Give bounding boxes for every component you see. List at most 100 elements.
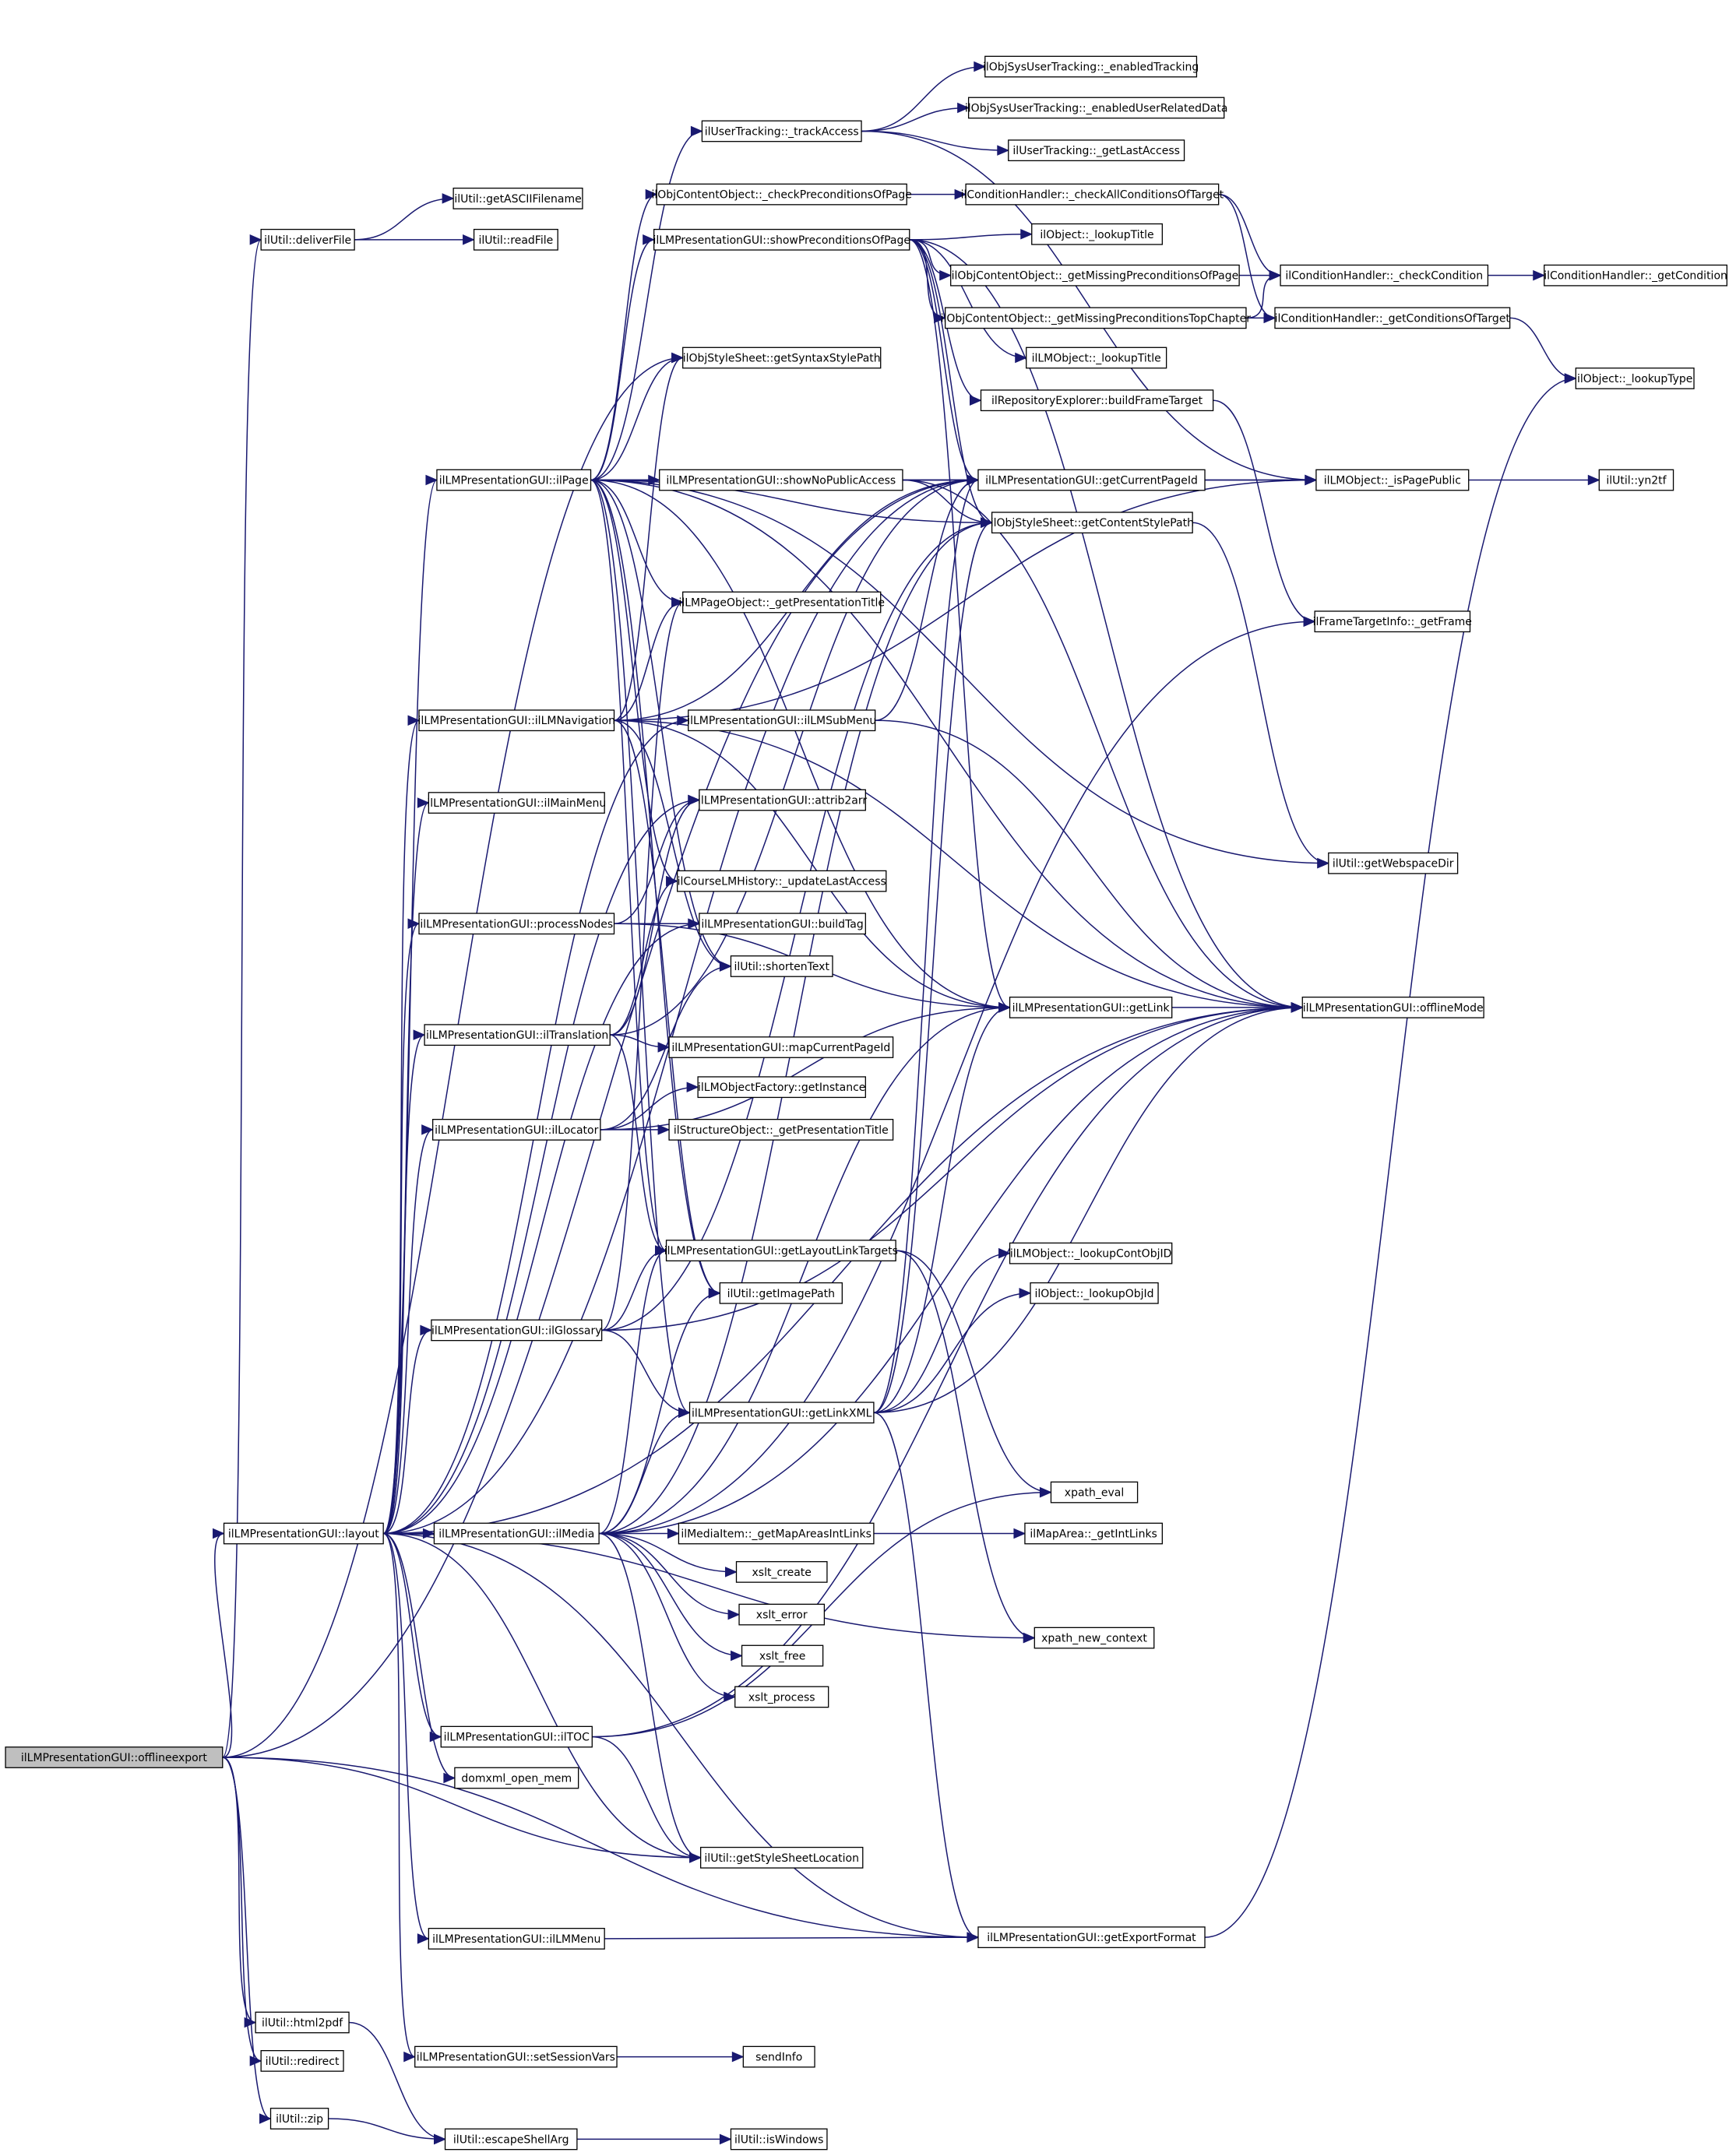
node-xslt_create[interactable]: xslt_create — [735, 1561, 828, 1583]
node-box — [428, 792, 605, 814]
node-presTitle[interactable]: ilLMPageObject::_getPresentationTitle — [678, 591, 885, 614]
node-enabledTracking[interactable]: ilObjSysUserTracking::_enabledTracking — [983, 55, 1199, 78]
node-offlineexport[interactable]: ilLMPresentationGUI::offlineexport — [5, 1746, 224, 1768]
node-redirect[interactable]: ilUtil::redirect — [260, 2050, 344, 2072]
node-structTitle[interactable]: ilStructureObject::_getPresentationTitle — [668, 1119, 894, 1141]
node-getInstance[interactable]: ilLMObjectFactory::getInstance — [697, 1076, 866, 1099]
node-lmLookupTitle[interactable]: ilLMObject::_lookupTitle — [1026, 346, 1167, 369]
node-webspace[interactable]: ilUtil::getWebspaceDir — [1328, 852, 1459, 874]
node-ilLocator[interactable]: ilLMPresentationGUI::ilLocator — [432, 1119, 601, 1141]
node-ilLMNavigation[interactable]: ilLMPresentationGUI::ilLMNavigation — [418, 709, 615, 732]
edge-line — [873, 522, 992, 1414]
node-mapCurrent[interactable]: ilLMPresentationGUI::mapCurrentPageId — [668, 1036, 894, 1058]
node-xpath_eval[interactable]: xpath_eval — [1050, 1481, 1139, 1504]
node-ilMedia[interactable]: ilLMPresentationGUI::ilMedia — [433, 1522, 600, 1545]
edge-ilMedia-to-xslt_error — [599, 1532, 741, 1620]
arrowhead — [657, 1124, 671, 1135]
node-getImagePath[interactable]: ilUtil::getImagePath — [719, 1282, 843, 1304]
edge-line — [599, 1007, 1010, 1535]
edge-line — [599, 1532, 740, 1616]
node-lookupObjId[interactable]: ilObject::_lookupObjId — [1030, 1282, 1159, 1304]
node-label: xslt_error — [756, 1609, 808, 1622]
node-checkCond[interactable]: ilConditionHandler::_checkCondition — [1280, 264, 1489, 287]
edge-line — [382, 1532, 429, 1940]
node-lookupTitle[interactable]: ilObject::_lookupTitle — [1031, 223, 1163, 245]
node-frameTarget[interactable]: ilFrameTargetInfo::_getFrame — [1313, 610, 1472, 633]
node-mapAreas[interactable]: ilMediaItem::_getMapAreasIntLinks — [678, 1522, 875, 1545]
node-yn2tf[interactable]: ilUtil::yn2tf — [1598, 469, 1674, 491]
node-syntaxStyle[interactable]: ilObjStyleSheet::getSyntaxStylePath — [682, 346, 882, 369]
node-xslt_free[interactable]: xslt_free — [741, 1644, 824, 1667]
node-checkPrecPage[interactable]: ilObjContentObject::_checkPreconditionsO… — [652, 183, 912, 206]
edge-getLink-to-offlineMode — [1171, 1002, 1304, 1013]
node-label: ilLMPresentationGUI::getLink — [1012, 1002, 1171, 1015]
node-deliverFile[interactable]: ilUtil::deliverFile — [260, 228, 355, 251]
node-lookupContObj[interactable]: ilLMObject::_lookupContObjID — [1009, 1242, 1173, 1264]
node-ilPage[interactable]: ilLMPresentationGUI::ilPage — [436, 469, 592, 491]
node-checkAllCond[interactable]: ilConditionHandler::_checkAllConditionsO… — [961, 183, 1224, 206]
node-ilTranslation[interactable]: ilLMPresentationGUI::ilTranslation — [424, 1024, 611, 1046]
node-escapeShellArg[interactable]: ilUtil::escapeShellArg — [444, 2128, 578, 2151]
node-buildTag[interactable]: ilLMPresentationGUI::buildTag — [699, 913, 866, 935]
node-showNoPublic[interactable]: ilLMPresentationGUI::showNoPublicAccess — [659, 469, 903, 491]
node-ilLMMenu[interactable]: ilLMPresentationGUI::ilLMMenu — [428, 1928, 605, 1950]
node-updateLast[interactable]: ilCourseLMHistory::_updateLastAccess — [677, 870, 887, 892]
node-shortenText[interactable]: ilUtil::shortenText — [730, 955, 833, 977]
arrowhead — [939, 269, 952, 281]
edge-isPagePublic-to-yn2tf — [1468, 474, 1600, 486]
edge-line — [590, 479, 667, 1251]
node-showPrec[interactable]: ilLMPresentationGUI::showPreconditionsOf… — [653, 228, 910, 251]
node-getIntLinks[interactable]: ilMapArea::_getIntLinks — [1024, 1522, 1163, 1545]
node-xslt_error[interactable]: xslt_error — [738, 1603, 826, 1626]
node-ilMainMenu[interactable]: ilLMPresentationGUI::ilMainMenu — [427, 792, 606, 814]
node-ilTOC[interactable]: ilLMPresentationGUI::ilTOC — [440, 1725, 593, 1748]
edge-line — [614, 357, 683, 721]
node-isWindows[interactable]: ilUtil::isWindows — [730, 2128, 828, 2151]
node-xpath_new[interactable]: xpath_new_context — [1034, 1627, 1155, 1649]
node-ilGlossary[interactable]: ilLMPresentationGUI::ilGlossary — [431, 1319, 603, 1342]
node-offlineMode[interactable]: ilLMPresentationGUI::offlineMode — [1301, 997, 1484, 1018]
node-attrib2arr[interactable]: ilLMPresentationGUI::attrib2arr — [698, 789, 867, 811]
node-getASCIIFilename[interactable]: ilUtil::getASCIIFilename — [452, 188, 583, 209]
node-label: ilLMPresentationGUI::ilTOC — [444, 1732, 590, 1744]
edge-line — [590, 357, 683, 481]
node-xslt_process[interactable]: xslt_process — [734, 1686, 829, 1708]
node-getCondTarget[interactable]: ilConditionHandler::_getConditionsOfTarg… — [1274, 307, 1511, 329]
node-trackAccess[interactable]: ilUserTracking::_trackAccess — [701, 120, 862, 142]
node-label: ilLMPresentationGUI::showNoPublicAccess — [666, 475, 896, 487]
node-setSessionVars[interactable]: ilLMPresentationGUI::setSessionVars — [414, 2045, 618, 2068]
node-getCurrentPage[interactable]: ilLMPresentationGUI::getCurrentPageId — [977, 469, 1206, 491]
edge-line — [873, 1252, 1010, 1414]
edge-layout-to-ilTranslation — [382, 1029, 426, 1535]
edge-line — [614, 719, 731, 967]
node-domxml[interactable]: domxml_open_mem — [454, 1767, 579, 1789]
edge-ilMedia-to-getImagePath — [599, 1288, 721, 1535]
node-zip[interactable]: ilUtil::zip — [269, 2108, 329, 2130]
node-readFile[interactable]: ilUtil::readFile — [473, 228, 558, 251]
edge-contentStyle-to-webspace — [1192, 522, 1330, 869]
node-missingPrecPage[interactable]: ilObjContentObject::_getMissingPrecondit… — [950, 264, 1240, 287]
node-sendInfo[interactable]: sendInfo — [742, 2045, 815, 2068]
node-getCondition[interactable]: ilConditionHandler::_getCondition — [1544, 264, 1727, 287]
node-buildFrame[interactable]: ilRepositoryExplorer::buildFrameTarget — [980, 389, 1214, 412]
node-layout[interactable]: ilLMPresentationGUI::layout — [223, 1522, 384, 1545]
node-isPagePublic[interactable]: ilLMObject::_isPagePublic — [1315, 469, 1470, 491]
node-lookupType[interactable]: ilObject::_lookupType — [1575, 368, 1695, 389]
edge-line — [599, 1293, 720, 1535]
node-styleSheetLoc[interactable]: ilUtil::getStyleSheetLocation — [699, 1846, 864, 1869]
node-getLastAccess[interactable]: ilUserTracking::_getLastAccess — [1008, 139, 1185, 162]
arrowhead — [725, 1567, 738, 1577]
node-contentStyle[interactable]: ilObjStyleSheet::getContentStylePath — [991, 512, 1194, 534]
node-label: ilLMPresentationGUI::ilPage — [439, 475, 589, 487]
node-layoutTargets[interactable]: ilLMPresentationGUI::getLayoutLinkTarget… — [664, 1240, 898, 1262]
node-ilLMSubMenu[interactable]: ilLMPresentationGUI::ilLMSubMenu — [687, 709, 876, 732]
node-exportFormat[interactable]: ilLMPresentationGUI::getExportFormat — [977, 1926, 1206, 1949]
edge-line — [382, 802, 429, 1535]
node-missingPrecTop[interactable]: ilObjContentObject::_getMissingPrecondit… — [941, 307, 1252, 329]
node-getLinkXML[interactable]: ilLMPresentationGUI::getLinkXML — [688, 1402, 875, 1424]
edge-ilLMMenu-to-exportFormat — [604, 1932, 980, 1943]
node-getLink[interactable]: ilLMPresentationGUI::getLink — [1009, 997, 1173, 1018]
node-html2pdf[interactable]: ilUtil::html2pdf — [255, 2011, 350, 2034]
node-processNodes[interactable]: ilLMPresentationGUI::processNodes — [418, 913, 615, 935]
node-enabledUser[interactable]: ilObjSysUserTracking::_enabledUserRelate… — [965, 97, 1228, 119]
